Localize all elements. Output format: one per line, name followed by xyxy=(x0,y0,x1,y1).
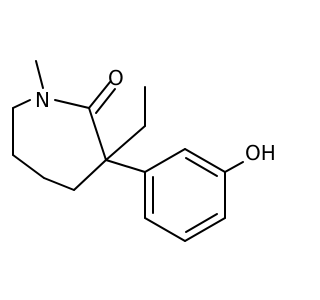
hydroxyl-bond xyxy=(224,161,244,173)
benzene-inner-bond-2 xyxy=(185,213,218,233)
ring-bond-quaternary-ch2 xyxy=(73,159,107,191)
hydroxyl-label: OH xyxy=(245,141,276,165)
ring-bond-ch2-ch2-b xyxy=(12,154,45,179)
benzene-inner-bond-1 xyxy=(185,157,218,177)
ring-bond-ch2-ch2-a xyxy=(43,177,75,191)
n-methyl-bond xyxy=(35,60,44,89)
carbonyl-double-bond-a xyxy=(88,81,111,109)
benzene-bond-5 xyxy=(144,217,186,242)
ring-bond-ch2-n xyxy=(12,99,31,109)
aryl-attachment-bond xyxy=(105,159,146,173)
molecule-canvas: N O OH xyxy=(12,60,276,242)
benzene-bond-2 xyxy=(184,148,226,173)
ring-bond-n-carbonyl xyxy=(54,99,90,109)
ring-bond-carbonyl-quaternary xyxy=(88,107,107,161)
nitrogen-label: N xyxy=(35,88,50,112)
benzene-bond-4 xyxy=(184,217,226,242)
structure-drawing: N O OH xyxy=(12,60,276,242)
benzene-bond-1 xyxy=(144,148,186,173)
carbonyl-double-bond-b xyxy=(95,88,116,114)
ethyl-bond-1 xyxy=(105,125,146,161)
carbonyl-oxygen-label: O xyxy=(108,66,124,90)
